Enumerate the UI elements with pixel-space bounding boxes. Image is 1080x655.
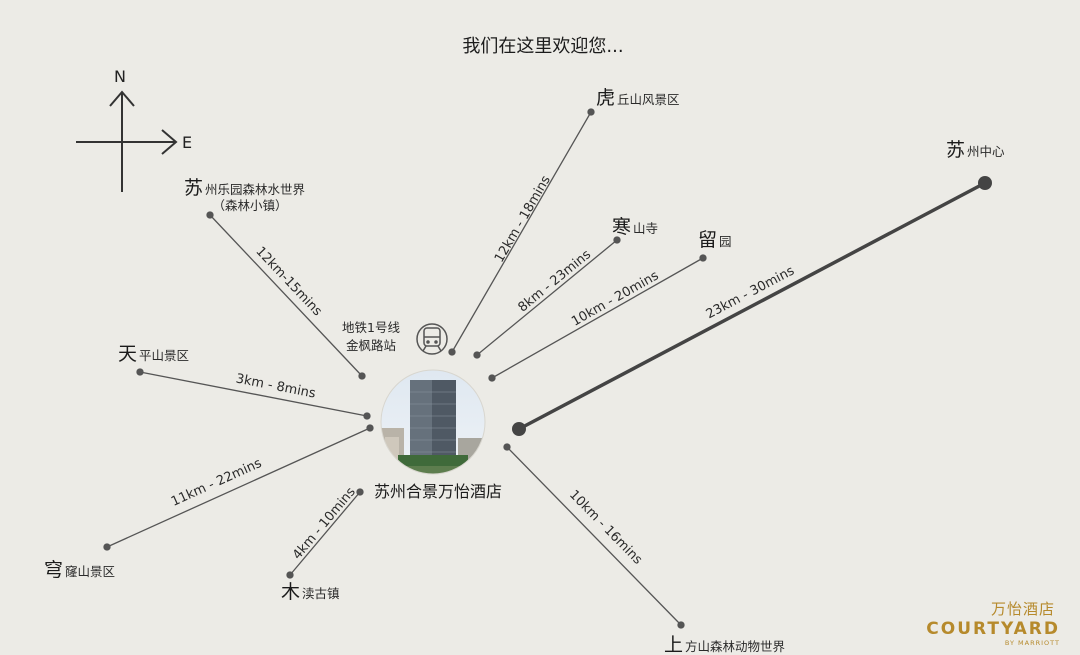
endpoint-dot: [358, 372, 366, 380]
route-line-hanshan: [476, 239, 618, 356]
distance-label-hanshan: 8km - 23mins: [516, 247, 595, 315]
compass-north-label: N: [114, 67, 126, 86]
destination-label-leyuan: 苏州乐园森林水世界: [184, 177, 306, 199]
compass-icon: [76, 90, 178, 192]
distance-label-mudu: 4km - 10mins: [290, 485, 359, 563]
route-line-qionglong: [106, 427, 371, 548]
compass-east-label: E: [182, 133, 192, 152]
endpoint-dot: [286, 571, 294, 579]
destination-label-huqiu: 虎丘山风景区: [596, 87, 680, 109]
destination-label-qionglong: 穹窿山景区: [44, 559, 115, 581]
destination-label-mudu: 木渎古镇: [281, 581, 340, 603]
endpoint-dot: [512, 422, 526, 436]
metro-station-label: 金枫路站: [346, 338, 396, 353]
brand-sub: BY MARRIOTT: [1005, 639, 1060, 647]
distance-label-leyuan: 12km-15mins: [252, 244, 324, 319]
route-line-center: [518, 181, 986, 431]
distance-label-huqiu: 12km - 18mins: [492, 173, 554, 265]
brand-chinese: 万怡酒店: [991, 600, 1055, 618]
distance-label-tianping: 3km - 8mins: [234, 371, 317, 401]
destination-label-liuyuan: 留园: [698, 229, 732, 251]
endpoint-dot: [587, 108, 595, 116]
hotel-name: 苏州合景万怡酒店: [374, 482, 502, 501]
metro-line-label: 地铁1号线: [342, 320, 400, 335]
page-title: 我们在这里欢迎您...: [462, 36, 623, 57]
route-line-liuyuan: [491, 257, 704, 379]
endpoint-dot: [677, 621, 685, 629]
courtyard-logo: 万怡酒店 COURTYARD BY MARRIOTT: [926, 600, 1060, 647]
endpoint-dot: [488, 374, 496, 382]
endpoint-dot: [978, 176, 992, 190]
endpoint-dot: [448, 348, 456, 356]
distance-label-shangfang: 10km - 16mins: [566, 487, 645, 567]
route-line-tianping: [139, 371, 368, 417]
destination-label-center: 苏州中心: [946, 139, 1005, 161]
endpoint-dot: [503, 443, 511, 451]
endpoint-dot: [699, 254, 707, 262]
metro-train-icon: [416, 323, 448, 355]
route-line-mudu: [289, 491, 361, 576]
endpoint-dot: [473, 351, 481, 359]
route-line-shangfang: [506, 446, 682, 626]
endpoint-dot: [613, 236, 621, 244]
route-line-leyuan: [209, 214, 363, 377]
endpoint-dot: [366, 424, 374, 432]
endpoint-dot: [136, 368, 144, 376]
route-line-huqiu: [451, 111, 592, 353]
hotel-photo: [381, 370, 485, 474]
destination-label-shangfang: 上方山森林动物世界: [664, 634, 786, 655]
endpoint-dot: [103, 543, 111, 551]
destination-label-tianping: 天平山景区: [118, 343, 189, 365]
endpoint-dot: [356, 488, 364, 496]
distance-label-liuyuan: 10km - 20mins: [569, 268, 661, 329]
endpoint-dot: [206, 211, 214, 219]
endpoint-dot: [363, 412, 371, 420]
destination-label-hanshan: 寒山寺: [612, 216, 658, 238]
brand-name: COURTYARD: [926, 619, 1060, 639]
destination-note-leyuan: （森林小镇）: [212, 198, 287, 213]
distance-label-center: 23km - 30mins: [704, 263, 797, 322]
